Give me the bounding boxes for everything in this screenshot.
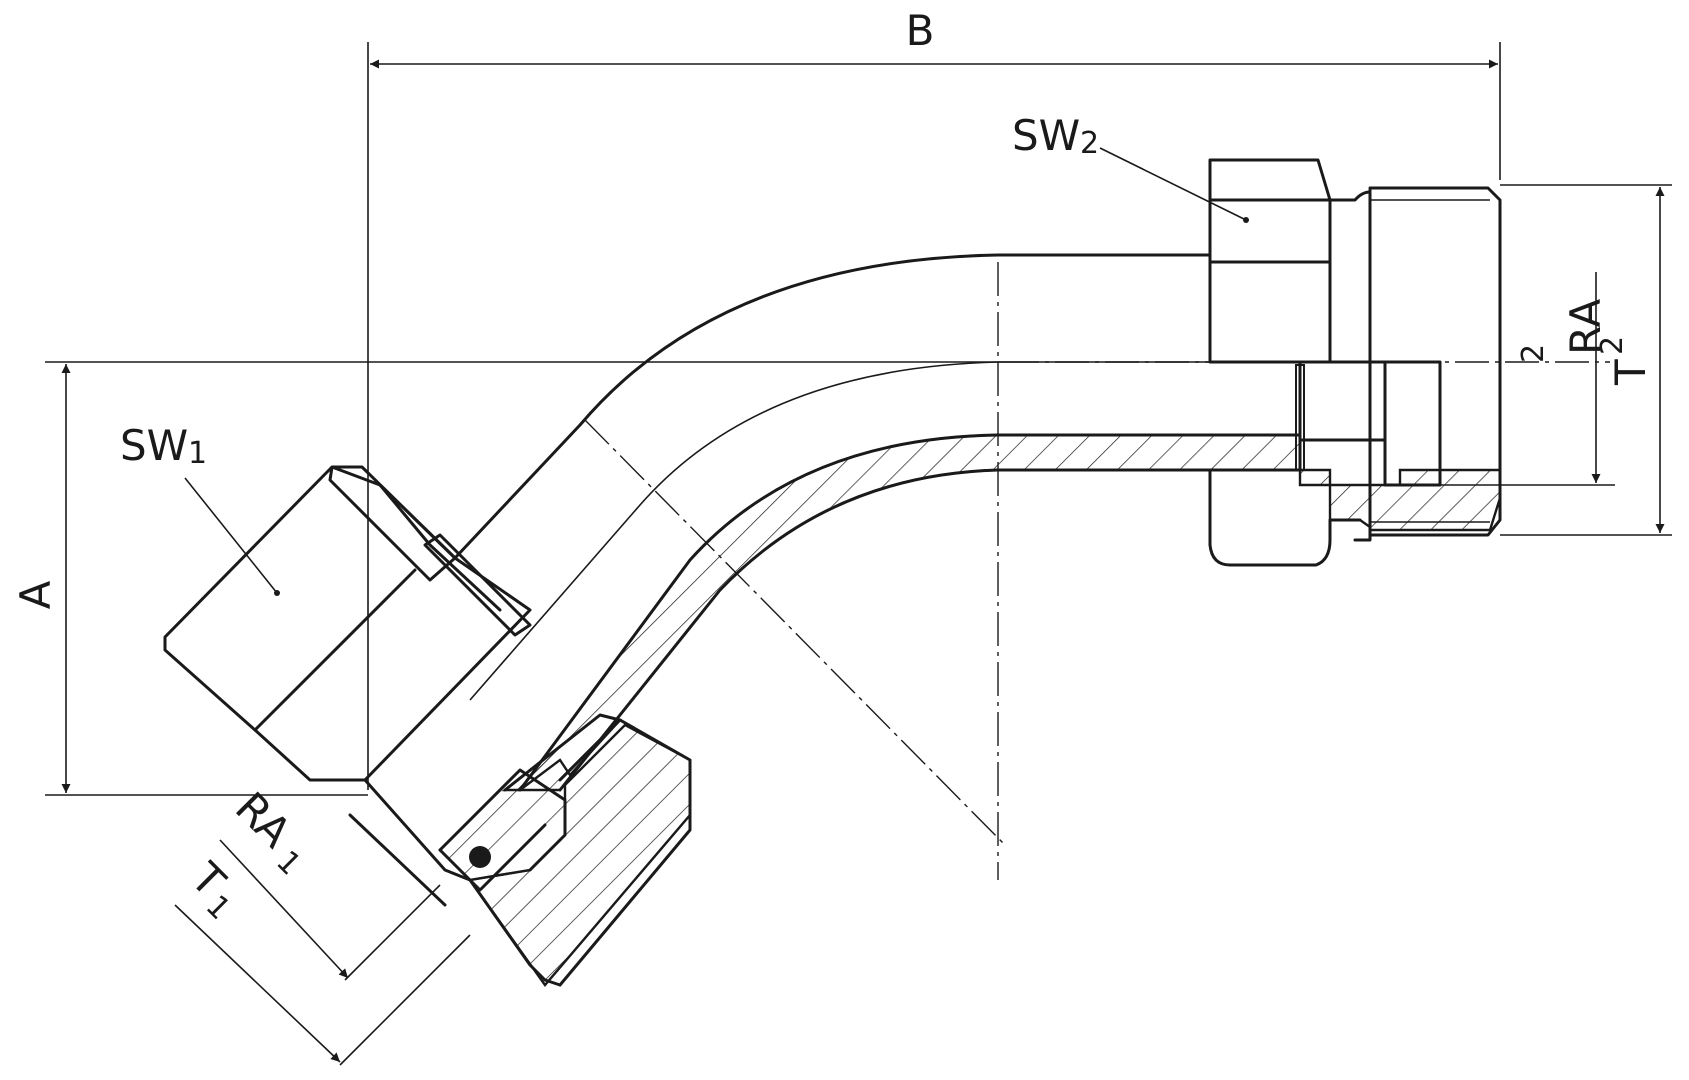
dimension-ra1	[219, 839, 441, 981]
dimension-a: A	[11, 361, 1005, 796]
dimension-a-label: A	[11, 580, 60, 609]
dimension-b: B	[367, 6, 1501, 790]
ra1-label: RA	[226, 783, 301, 858]
swivel-end-left	[348, 713, 692, 987]
sw2-label: SW	[1012, 111, 1080, 160]
sw1-callout: SW 1	[120, 421, 278, 594]
dimension-t2	[1500, 184, 1672, 536]
bent-tube	[453, 253, 1302, 792]
dimension-t1	[174, 904, 471, 1066]
hex-nut-left	[163, 465, 532, 782]
hex-nut-right	[1208, 158, 1502, 567]
ra2-index: 2	[1516, 344, 1551, 363]
ra1-index: 1	[269, 844, 307, 882]
t2-index: 2	[1595, 336, 1630, 355]
sw1-label: SW	[120, 421, 188, 470]
t2-label: T	[1606, 359, 1655, 386]
dimension-ra2	[1440, 272, 1615, 486]
sw2-callout: SW 2	[1012, 111, 1247, 221]
sw1-index: 1	[188, 436, 207, 471]
sw2-index: 2	[1080, 126, 1099, 161]
dimension-b-label: B	[906, 6, 935, 55]
ra2-label: RA	[1561, 299, 1610, 355]
